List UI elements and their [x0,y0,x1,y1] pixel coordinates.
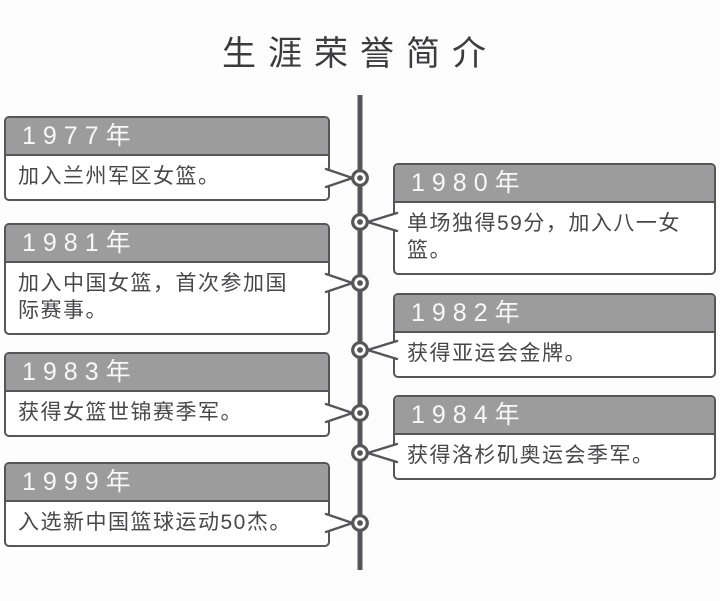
entry-description: 获得洛杉矶奥运会季军。 [407,444,655,467]
entry-description: 获得女篮世锦赛季军。 [18,401,243,424]
year-header: 1982年 [395,295,714,333]
timeline-node-1981 [351,274,369,292]
timeline-entry-1999: 1999年 入选新中国篮球运动50杰。 [4,462,330,547]
entry-description: 单场独得59分，加入八一女 篮。 [407,212,681,262]
timeline-entry-1980: 1980年 单场独得59分，加入八一女 篮。 [393,163,716,275]
timeline-entry-1981: 1981年 加入中国女篮，首次参加国 际赛事。 [4,223,330,335]
year-header: 1980年 [395,165,714,203]
entry-description: 获得亚运会金牌。 [407,342,587,365]
timeline-node-1984 [351,444,369,462]
year-header: 1981年 [6,225,328,263]
timeline-node-1980 [351,213,369,231]
year-header: 1999年 [6,464,328,502]
timeline-entry-1983: 1983年 获得女篮世锦赛季军。 [4,352,330,437]
year-header: 1977年 [6,118,328,156]
timeline-node-1999 [351,514,369,532]
timeline-node-1983 [351,404,369,422]
timeline-node-1977 [351,169,369,187]
timeline-entry-1977: 1977年 加入兰州军区女篮。 [4,116,330,201]
entry-description: 加入中国女篮，首次参加国 际赛事。 [18,272,288,322]
year-header: 1983年 [6,354,328,392]
timeline-entry-1982: 1982年 获得亚运会金牌。 [393,293,716,378]
timeline-entry-1984: 1984年 获得洛杉矶奥运会季军。 [393,395,716,480]
timeline-node-1982 [351,341,369,359]
year-header: 1984年 [395,397,714,435]
timeline-nodes [351,169,369,532]
entry-description: 加入兰州军区女篮。 [18,165,221,188]
entry-description: 入选新中国篮球运动50杰。 [18,511,292,534]
page-title: 生涯荣誉简介 [222,35,498,73]
